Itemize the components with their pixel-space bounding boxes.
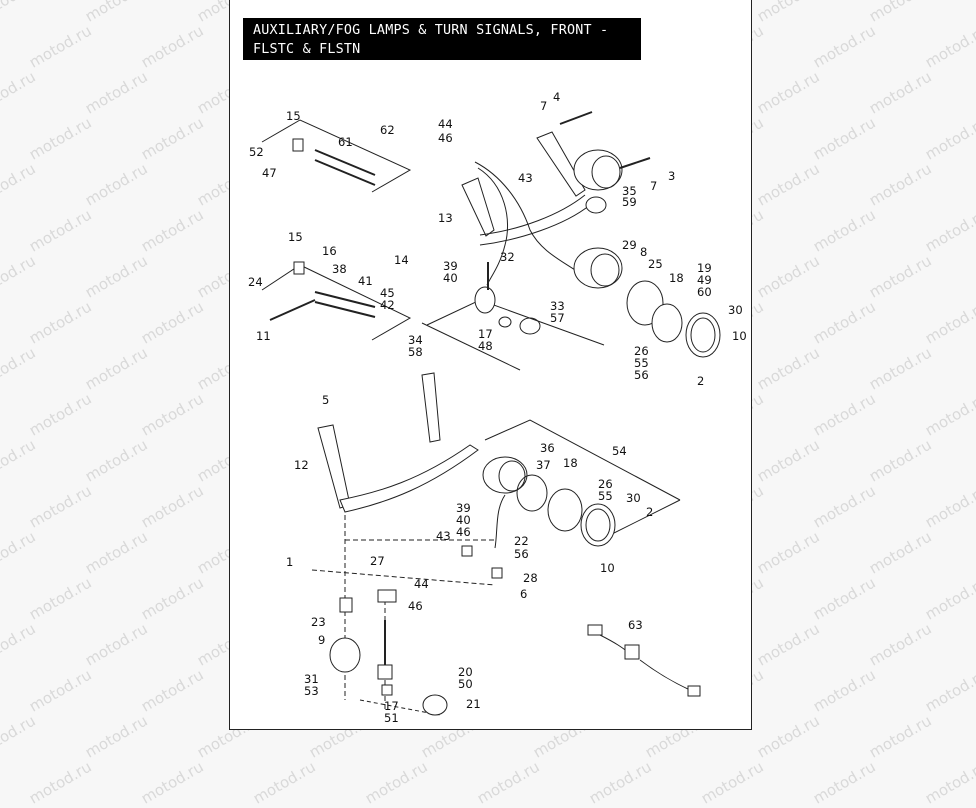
callout-number: 52 [249,145,264,159]
callout-number: 56 [514,547,529,561]
callout-number: 24 [248,275,263,289]
diagram-title: AUXILIARY/FOG LAMPS & TURN SIGNALS, FRON… [243,18,641,60]
callout-number: 39 [443,259,458,273]
callout-number: 40 [443,271,458,285]
title-line-1: AUXILIARY/FOG LAMPS & TURN SIGNALS, FRON… [253,23,609,38]
callout-number: 6 [520,587,527,601]
callout-number: 8 [640,245,647,259]
callout-number: 10 [600,561,615,575]
callout-number: 33 [550,299,565,313]
callout-number: 46 [438,131,453,145]
callout-number: 38 [332,262,347,276]
callout-number: 50 [458,677,473,691]
watermark-text: motod.ru [250,757,319,808]
callout-number: 28 [523,571,538,585]
callout-number: 63 [628,618,643,632]
callout-number: 9 [318,633,325,647]
callout-number: 55 [634,356,649,370]
callout-number: 10 [732,329,747,343]
callout-number: 25 [648,257,663,271]
callout-number: 46 [408,599,423,613]
callout-number: 18 [563,456,578,470]
callout-number: 12 [294,458,309,472]
callout-number: 7 [540,99,547,113]
callout-number: 2 [646,505,653,519]
callout-number: 5 [322,393,329,407]
callout-number: 35 [622,184,637,198]
callout-number: 46 [456,525,471,539]
parts-diagram: 1552626147444647374335591315161424384145… [248,90,747,725]
watermark-text: motod.ru [474,757,543,808]
callout-number: 26 [598,477,613,491]
callout-number: 3 [668,169,675,183]
callout-number: 39 [456,501,471,515]
callout-number: 59 [622,195,637,209]
watermark-text: motod.ru [698,757,767,808]
callout-number: 20 [458,665,473,679]
callout-number: 2 [697,374,704,388]
callout-number: 40 [456,513,471,527]
callout-number: 15 [288,230,303,244]
callout-number: 53 [304,684,319,698]
callout-number: 1 [286,555,293,569]
diagram-sheet [229,0,752,730]
callout-number: 41 [358,274,373,288]
callout-number: 19 [697,261,712,275]
callout-number: 54 [612,444,627,458]
callout-number: 13 [438,211,453,225]
callout-number: 42 [380,298,395,312]
callout-number: 48 [478,339,493,353]
callout-number: 7 [650,179,657,193]
callout-number: 30 [728,303,743,317]
callout-number: 34 [408,333,423,347]
watermark-text: motod.ru [26,757,95,808]
callout-number: 61 [338,135,353,149]
callout-number: 45 [380,286,395,300]
callout-number: 27 [370,554,385,568]
watermark-text: motod.ru [810,757,879,808]
callout-number: 36 [540,441,555,455]
callout-number: 37 [536,458,551,472]
callout-number: 58 [408,345,423,359]
callout-number: 44 [438,117,453,131]
callout-number: 60 [697,285,712,299]
callout-number: 44 [414,577,429,591]
callout-number: 17 [478,327,493,341]
callout-number: 62 [380,123,395,137]
callout-number: 4 [553,90,560,104]
callout-number: 18 [669,271,684,285]
callout-number: 26 [634,344,649,358]
callout-number: 32 [500,250,515,264]
callout-number: 29 [622,238,637,252]
callout-number: 16 [322,244,337,258]
callout-number: 14 [394,253,409,267]
callout-number: 31 [304,672,319,686]
callout-number: 47 [262,166,277,180]
title-line-2: FLSTC & FLSTN [253,42,361,57]
callout-number: 15 [286,109,301,123]
watermark-text: motod.ru [362,757,431,808]
callout-number: 43 [436,529,451,543]
callout-number: 56 [634,368,649,382]
callout-number: 49 [697,273,712,287]
callout-number: 11 [256,329,271,343]
callout-number: 51 [384,711,399,725]
callout-number: 21 [466,697,481,711]
callout-number: 30 [626,491,641,505]
watermark-text: motod.ru [586,757,655,808]
callout-number: 57 [550,311,565,325]
callout-number: 55 [598,489,613,503]
watermark-text: motod.ru [922,757,976,808]
watermark-text: motod.ru [138,757,207,808]
callout-number: 17 [384,699,399,713]
callout-number: 22 [514,534,529,548]
callout-number: 43 [518,171,533,185]
callout-number: 23 [311,615,326,629]
